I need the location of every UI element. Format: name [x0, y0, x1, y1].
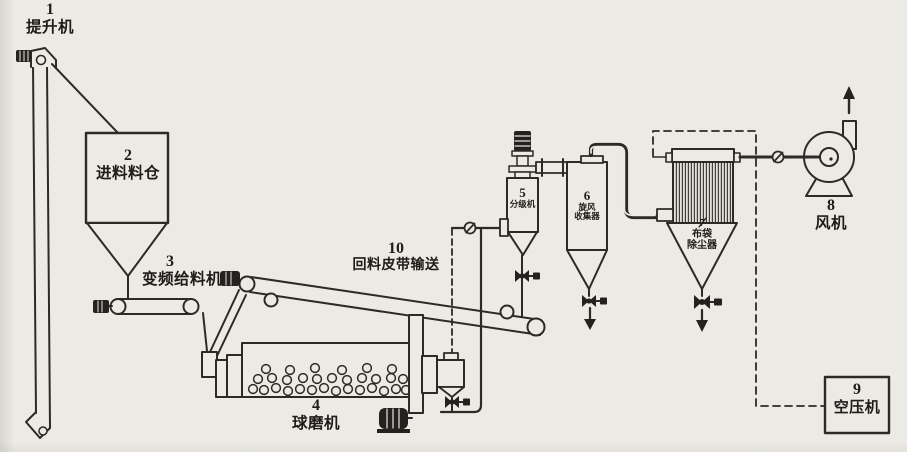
classifier: [499, 131, 540, 318]
label-feeder: 3 变频给料机: [127, 253, 237, 288]
motor-icon: [16, 50, 31, 62]
label-cyclone-number: 6: [583, 188, 591, 203]
label-air-compressor-text: 空压机: [833, 397, 881, 416]
label-bag-filter-text-line2: 除尘器: [687, 240, 717, 252]
fan-inlet-eye: [819, 147, 839, 167]
fan: [738, 86, 857, 197]
mill-discharge-flange: [421, 355, 438, 394]
pneumatic-conveying-pipe: [439, 221, 503, 414]
motor-icon: [93, 300, 113, 313]
belt-discharge-chute: [216, 294, 247, 357]
label-air-compressor: 9 空压机: [829, 381, 885, 416]
classifier-inlet-flange: [499, 218, 509, 237]
belt-discharge-chute: [209, 289, 240, 353]
label-ball-mill-text: 球磨机: [291, 413, 340, 432]
label-bag-filter: 7 布袋 除尘器: [667, 218, 737, 252]
belt-idler: [499, 304, 515, 320]
valve-icon: [582, 295, 607, 307]
belt-drive-pulley: [238, 275, 256, 293]
label-feed-silo-number: 2: [124, 147, 132, 164]
grinding-balls: [247, 362, 412, 397]
label-elevator-text: 提升机: [25, 17, 74, 36]
compressed-air-line: [652, 130, 825, 407]
butterfly-valve-icon: [771, 150, 785, 164]
mill-feed-chute: [201, 351, 218, 378]
label-ball-mill-number: 4: [312, 397, 320, 414]
label-air-compressor-number: 9: [853, 381, 861, 398]
label-ball-mill: 4 球磨机: [263, 397, 369, 432]
elevator-pulley: [35, 54, 47, 66]
label-feeder-text: 变频给料机: [141, 269, 222, 288]
label-return-belt-number: 10: [388, 240, 404, 257]
motor-icon: [514, 131, 531, 151]
label-fan-text: 风机: [814, 213, 847, 232]
valve-icon: [515, 270, 540, 282]
cyclone-body: [566, 161, 608, 251]
down-arrow-icon: [696, 308, 708, 332]
label-bag-filter-text-line1: 布袋: [692, 229, 712, 241]
bagfilter-clean-air-header: [671, 148, 735, 163]
valve-icon: [694, 295, 722, 309]
label-elevator: 1 提升机: [8, 1, 92, 36]
feed-silo: [84, 131, 170, 300]
down-arrow-icon: [584, 306, 596, 330]
belt-idler: [263, 292, 279, 308]
label-leader-line: [698, 217, 707, 228]
up-arrow-icon: [843, 86, 855, 115]
label-cyclone-text-line1: 旋风: [578, 202, 596, 213]
variable-frequency-feeder: [93, 298, 208, 352]
motor-icon: [220, 271, 240, 286]
label-return-belt-text: 回料皮带输送: [352, 256, 440, 273]
label-cyclone-text-line2: 收集器: [574, 212, 600, 223]
label-cyclone: 6 旋风 收集器: [566, 188, 608, 223]
valve-icon: [445, 396, 470, 408]
mill-discharge-end: [408, 314, 424, 414]
label-fan: 8 风机: [800, 197, 862, 232]
label-fan-number: 8: [827, 197, 835, 214]
elevator-discharge-chute: [51, 63, 119, 134]
label-feeder-number: 3: [166, 253, 174, 270]
label-classifier: 5 分级机: [506, 185, 539, 210]
label-return-belt: 10 回料皮带输送: [341, 240, 451, 274]
cyclone-collector: [535, 142, 659, 330]
bag-filter: [656, 148, 741, 332]
belt-tail-roller: [526, 317, 546, 337]
label-classifier-number: 5: [519, 185, 526, 200]
label-feed-silo: 2 进料料仓: [87, 147, 169, 182]
motor-icon: [377, 408, 413, 433]
bagfilter-bag-section: [672, 161, 734, 224]
label-elevator-number: 1: [46, 1, 54, 18]
label-classifier-text: 分级机: [509, 199, 536, 210]
feeder-discharge-line: [202, 312, 208, 352]
label-feed-silo-text: 进料料仓: [95, 163, 160, 182]
butterfly-valve-icon: [463, 221, 477, 235]
bucket-elevator: [16, 47, 119, 439]
return-belt-conveyor: [209, 271, 546, 357]
mill-discharge-hopper: [436, 352, 470, 413]
air-compressor: [823, 375, 891, 435]
mill-inlet-journal: [226, 354, 244, 398]
label-bag-filter-number: 7: [699, 218, 705, 229]
ball-mill: [201, 314, 438, 433]
bagfilter-inlet-flange: [656, 208, 674, 222]
